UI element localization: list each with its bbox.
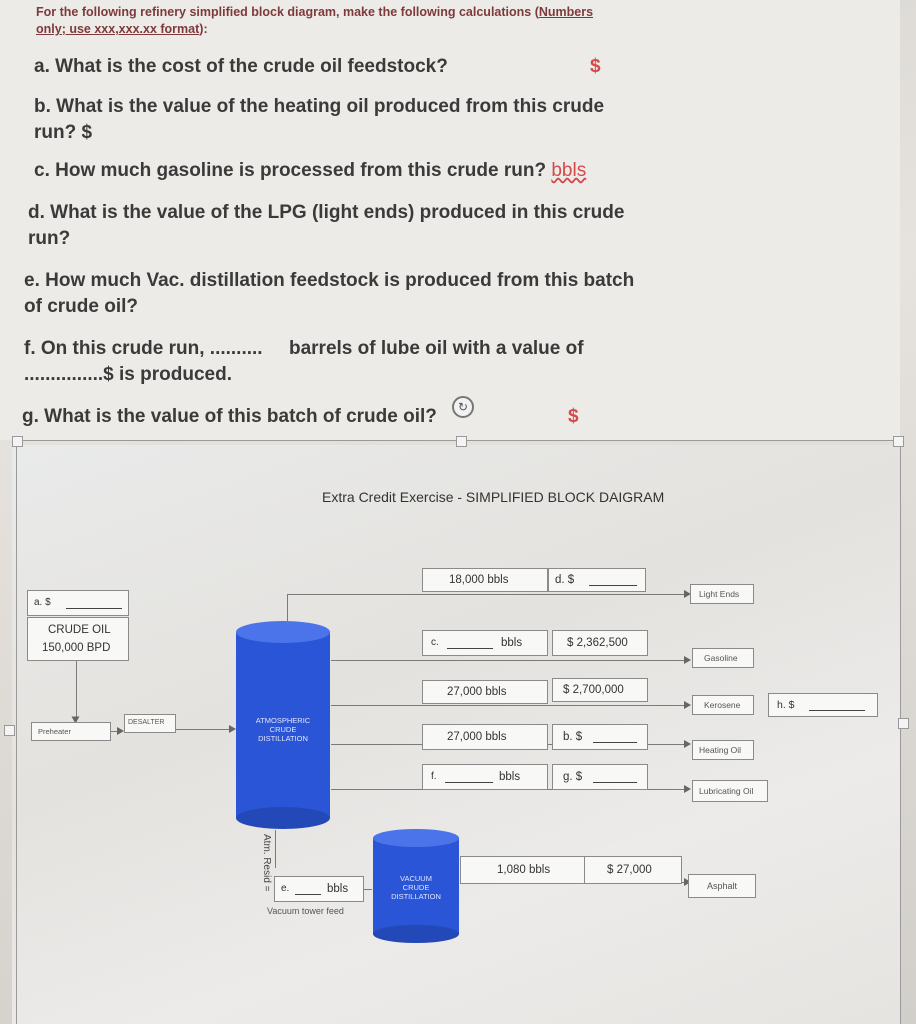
frame-right-edge (900, 440, 901, 1024)
resize-handle-left[interactable] (4, 725, 15, 736)
vacuum-tower (373, 829, 459, 943)
lube-oil-product: Lubricating Oil (692, 780, 768, 802)
instructions-header: For the following refinery simplified bl… (36, 5, 594, 36)
heating-oil-qty-box: 27,000 bbls (422, 724, 548, 750)
question-page (0, 0, 900, 440)
rotate-handle-icon[interactable]: ↻ (452, 396, 474, 418)
atm-resid-label: Atm. Resid = (261, 834, 272, 892)
resize-handle-right[interactable] (898, 718, 909, 729)
resize-handle-top[interactable] (456, 436, 467, 447)
gasoline-value-box: $ 2,362,500 (552, 630, 648, 656)
gasoline-qty-box: c. bbls (422, 630, 548, 656)
light-ends-value-box: d. $ (548, 568, 646, 592)
vacuum-feed-box: e. bbls (274, 876, 364, 902)
question-a: a. What is the cost of the crude oil fee… (34, 56, 601, 77)
kerosene-value-box: $ 2,700,000 (552, 678, 648, 702)
light-ends-product: Light Ends (690, 584, 754, 604)
asphalt-product: Asphalt (688, 874, 756, 898)
asphalt-value-box: $ 27,000 (584, 856, 682, 884)
desalter-box: DESALTER (124, 714, 176, 733)
light-ends-qty-box: 18,000 bbls (422, 568, 548, 592)
question-b: b. What is the value of the heating oil … (34, 96, 605, 143)
question-e: e. How much Vac. distillation feedstock … (24, 270, 635, 317)
question-d: d. What is the value of the LPG (light e… (28, 202, 625, 249)
kerosene-qty-box: 27,000 bbls (422, 680, 548, 704)
atmospheric-tower (236, 621, 330, 829)
total-value-box: h. $ (768, 693, 878, 717)
gasoline-product: Gasoline (692, 648, 754, 668)
lube-oil-qty-box: f. bbls (422, 764, 548, 790)
lube-oil-value-box: g. $ (552, 764, 648, 790)
cost-box: a. $ (27, 590, 129, 616)
crude-oil-box: CRUDE OIL 150,000 BPD (27, 617, 129, 661)
asphalt-qty-box: 1,080 bbls (460, 856, 586, 884)
heating-oil-value-box: b. $ (552, 724, 648, 750)
resize-handle-tr[interactable] (893, 436, 904, 447)
question-g: g. What is the value of this batch of cr… (22, 406, 579, 427)
diagram-title: Extra Credit Exercise - SIMPLIFIED BLOCK… (322, 489, 665, 505)
vacuum-tower-feed-label: Vacuum tower feed (267, 906, 344, 916)
frame-left-edge (16, 440, 17, 1024)
kerosene-product: Kerosene (692, 695, 754, 715)
question-c: c. How much gasoline is processed from t… (34, 160, 587, 181)
preheater-box: Preheater (31, 722, 111, 741)
resize-handle-tl[interactable] (12, 436, 23, 447)
heating-oil-product: Heating Oil (692, 740, 754, 760)
question-f: f. On this crude run, .......... barrels… (24, 338, 584, 385)
